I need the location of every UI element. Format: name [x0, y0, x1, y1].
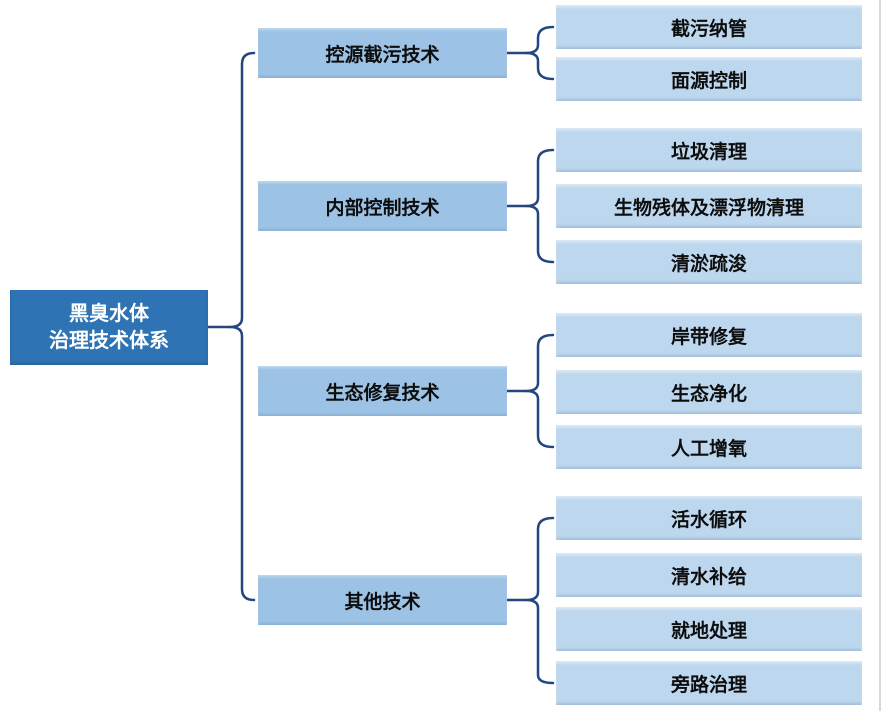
leaf-node: 旁路治理: [556, 661, 862, 705]
leaf-node: 就地处理: [556, 607, 862, 651]
leaf-node: 生态净化: [556, 370, 862, 414]
branch-node-source-control: 控源截污技术: [258, 28, 507, 78]
branch-node-other-tech: 其他技术: [258, 575, 507, 625]
root-brace: [228, 51, 256, 602]
leaf-node: 垃圾清理: [556, 128, 862, 172]
image-right-border: [879, 0, 881, 711]
brace-branch-1: [524, 25, 555, 81]
leaf-node: 清水补给: [556, 553, 862, 597]
branch-node-internal-control: 内部控制技术: [258, 181, 507, 231]
brace-branch-4: [524, 516, 555, 685]
leaf-node: 生物残体及漂浮物清理: [556, 184, 862, 228]
leaf-node: 岸带修复: [556, 313, 862, 357]
leaf-node: 活水循环: [556, 496, 862, 540]
leaf-node: 面源控制: [556, 57, 862, 101]
brace-branch-2: [524, 148, 555, 264]
branch-node-eco-restoration: 生态修复技术: [258, 366, 507, 416]
root-node: 黑臭水体 治理技术体系: [10, 290, 208, 365]
leaf-node: 清淤疏浚: [556, 240, 862, 284]
leaf-node: 人工增氧: [556, 425, 862, 469]
brace-branch-3: [524, 333, 555, 449]
leaf-node: 截污纳管: [556, 5, 862, 49]
